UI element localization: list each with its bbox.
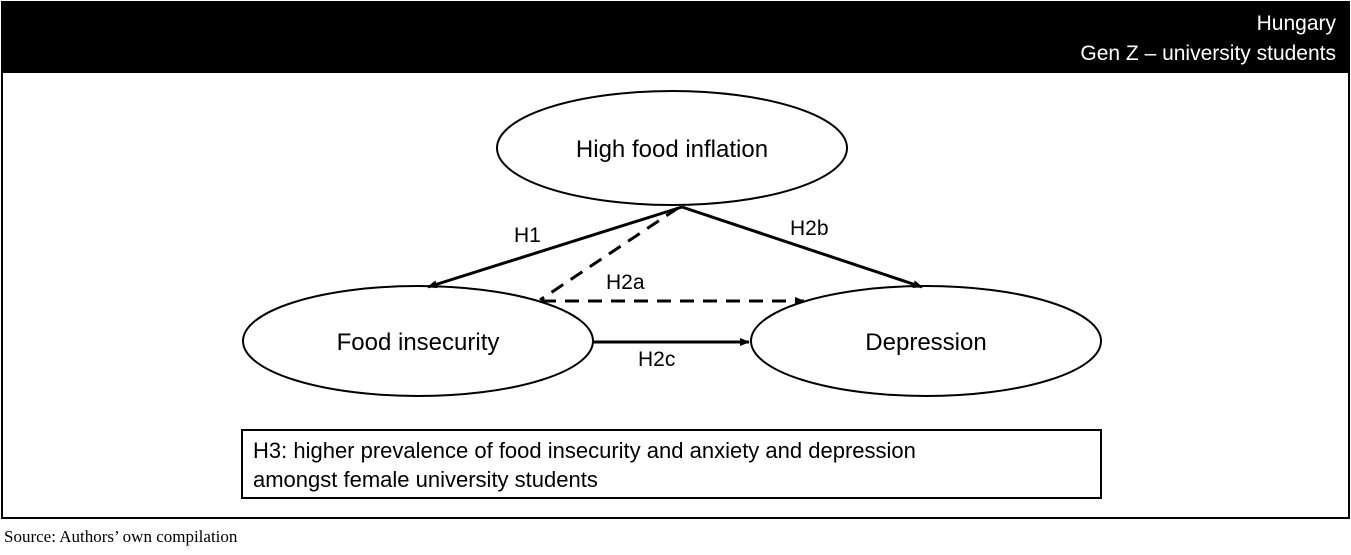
edge-label-h1: H1 — [514, 224, 541, 247]
hypothesis-diagram: High food inflation Food insecurity Depr… — [242, 90, 1102, 397]
edge-label-h2b: H2b — [790, 217, 829, 240]
hypothesis-h3-line2: amongst female university students — [253, 467, 598, 492]
arrow-h1 — [427, 205, 683, 289]
node-depression — [750, 285, 1102, 397]
header-country: Hungary — [1256, 12, 1336, 35]
header-population: Gen Z – university students — [1080, 42, 1336, 65]
hypothesis-h3-box: H3: higher prevalence of food insecurity… — [241, 429, 1102, 499]
node-label-inflation: High food inflation — [576, 136, 768, 163]
edge-label-h2c: H2c — [638, 348, 675, 371]
arrow-h2b — [681, 205, 923, 289]
node-label-insecurity: Food insecurity — [337, 329, 500, 356]
node-high-food-inflation — [496, 90, 848, 206]
header-bar: Hungary Gen Z – university students — [3, 3, 1348, 73]
hypothesis-h3-line1: H3: higher prevalence of food insecurity… — [253, 438, 916, 463]
dashed-line-h2a — [539, 206, 679, 302]
source-caption: Source: Authors’ own compilation — [4, 527, 238, 546]
edge-label-h2a: H2a — [606, 271, 645, 294]
node-label-depression: Depression — [865, 329, 986, 356]
